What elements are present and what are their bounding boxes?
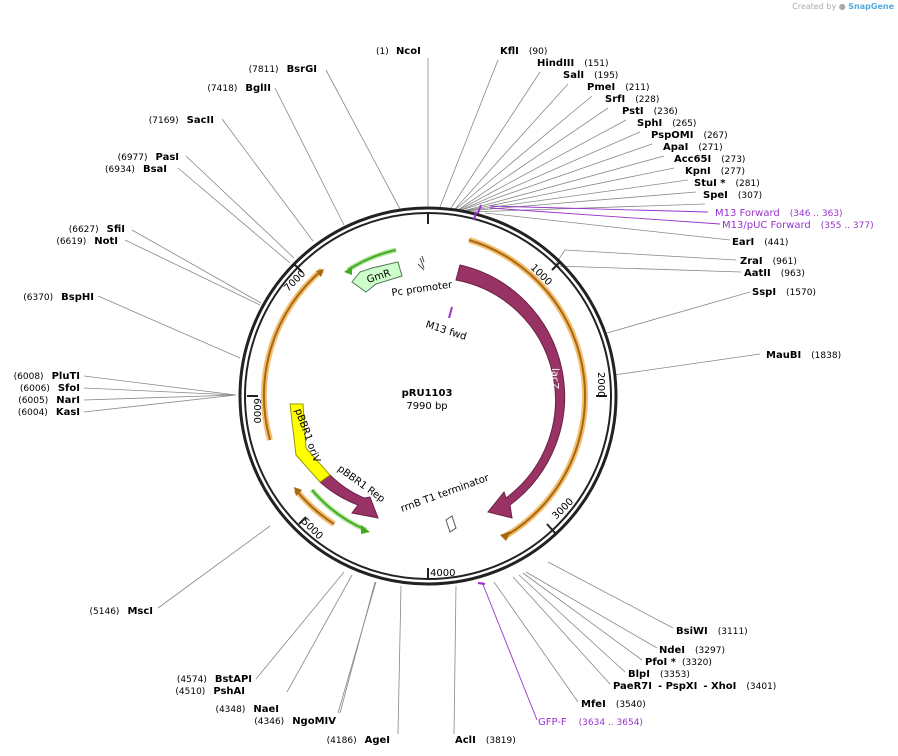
site-pshai[interactable]: (4510)PshAI [175,686,245,697]
site-kasi[interactable]: (6004)KasI [18,407,80,418]
site-acli[interactable]: AclI(3819) [455,735,516,746]
orf-arc-left [262,269,323,441]
rep-orf-arrowhead [361,525,370,534]
m13-fwd-label: M13 fwd [424,319,468,343]
site-aatii[interactable]: AatII(963) [744,268,805,279]
site-bsphi[interactable]: (6370)BspHI [23,292,94,303]
backbone-outer-ring [238,206,618,586]
site-msci[interactable]: (5146)MscI [90,606,154,617]
site-kpni[interactable]: KpnI(277) [685,166,745,177]
site-sali[interactable]: SalI(195) [563,70,618,81]
site-sfii[interactable]: (6627)SfiI [69,224,125,235]
rrnb-terminator-glyph [445,515,457,533]
site-spei[interactable]: SpeI(307) [703,190,762,201]
site-sacii[interactable]: (7169)SacII [149,115,214,126]
orf-arc-right [468,239,587,538]
orf-lower-arrowhead [294,487,302,496]
site-srfi[interactable]: SrfI(228) [605,94,659,105]
orf-left-arrowhead [316,269,324,277]
site-ncoi[interactable]: (1) NcoI [376,46,421,57]
tick-4000: 4000 [430,568,455,579]
site-nari[interactable]: (6005)NarI [18,395,80,406]
site-bglii[interactable]: (7418)BglII [207,83,271,94]
gmr-arrow [351,261,403,293]
site-leaders [83,58,761,735]
site-acc65i[interactable]: Acc65I(273) [674,154,745,165]
sites-lower-left: (4186)AgeI (4346)NgoMIV (4348)NaeI (4510… [90,606,391,746]
primer-gfp-f[interactable]: GFP-F(3634 .. 3654) [538,717,643,728]
site-pasi[interactable]: (6977)PasI [118,152,179,163]
m13-puc-forward-mark [473,211,477,221]
site-bsrgi[interactable]: (7811)BsrGI [249,64,317,75]
site-pspomi[interactable]: PspOMI(267) [651,130,728,141]
tick-marks [247,212,607,578]
site-agei[interactable]: (4186)AgeI [327,735,390,746]
gfp-f-mark [477,582,486,585]
site-sfoi[interactable]: (6006)SfoI [20,383,80,394]
site-stui[interactable]: StuI *(281) [694,178,760,189]
site-mfei[interactable]: MfeI(3540) [581,699,646,710]
tick-6000: 6000 [251,398,262,423]
site-apai[interactable]: ApaI(271) [663,142,723,153]
plasmid-length: 7990 bp [406,401,447,412]
site-sspi[interactable]: SspI(1570) [752,287,816,298]
lacz-label: lacZ [549,368,560,389]
site-hindiii[interactable]: HindIII(151) [537,58,608,69]
site-bstapi[interactable]: (4574)BstAPI [177,674,252,685]
site-paer7i-group[interactable]: PaeR7I- PspXI- XhoI(3401) [613,681,776,692]
site-zrai[interactable]: ZraI(961) [740,256,797,267]
site-psti[interactable]: PstI(236) [622,106,678,117]
sites-right: (1) NcoI KflI(90) HindIII(151) SalI(195)… [376,46,874,361]
site-pmei[interactable]: PmeI(211) [587,82,649,93]
primer-m13-puc-forward[interactable]: M13/pUC Forward(355 .. 377) [722,220,874,231]
lacz-arrow [455,264,566,519]
snapgene-credit: Created by ● SnapGene [792,2,894,11]
plasmid-name: pRU1103 [402,388,453,399]
m13-forward-mark [477,204,482,214]
site-noti[interactable]: (6619)NotI [56,236,118,247]
m13-fwd-marker [448,306,453,319]
site-naei[interactable]: (4348)NaeI [215,704,279,715]
primer-leaders [481,205,721,721]
pc-promoter-glyph [417,255,425,271]
credit-prefix: Created by [792,2,837,11]
rrnb-label: rrnB T1 terminator [399,472,491,514]
primer-m13-forward[interactable]: M13 Forward(346 .. 363) [715,208,843,219]
site-bsiwi[interactable]: BsiWI(3111) [676,626,748,637]
rep-arrow [319,474,379,519]
site-bsai[interactable]: (6934)BsaI [105,164,167,175]
site-eari[interactable]: EarI(441) [732,237,788,248]
credit-brand: SnapGene [848,2,894,11]
snapgene-logo-icon: ● [838,2,846,11]
site-kfli[interactable]: KflI(90) [500,46,547,57]
site-ndei[interactable]: NdeI(3297) [659,645,725,656]
site-maubi[interactable]: MauBI(1838) [766,350,841,361]
orf-right-arrowhead [500,531,511,541]
site-pluti[interactable]: (6008)PluTI [14,371,80,382]
sites-lower-right: BsiWI(3111) NdeI(3297) PfoI *(3320) BlpI… [455,626,776,746]
gmr-orf-arrowhead [344,266,352,275]
pc-promoter-label: Pc promoter [391,279,454,299]
site-ngomiv[interactable]: (4346)NgoMIV [254,716,336,727]
site-pfoi[interactable]: PfoI *(3320) [645,657,712,668]
sites-left: (6004)KasI (6005)NarI (6006)SfoI (6008)P… [14,64,317,418]
site-sphi[interactable]: SphI(265) [637,118,696,129]
site-blpi[interactable]: BlpI(3353) [628,669,690,680]
oriv-block [289,403,331,483]
tick-2000: 2000 [595,372,606,397]
